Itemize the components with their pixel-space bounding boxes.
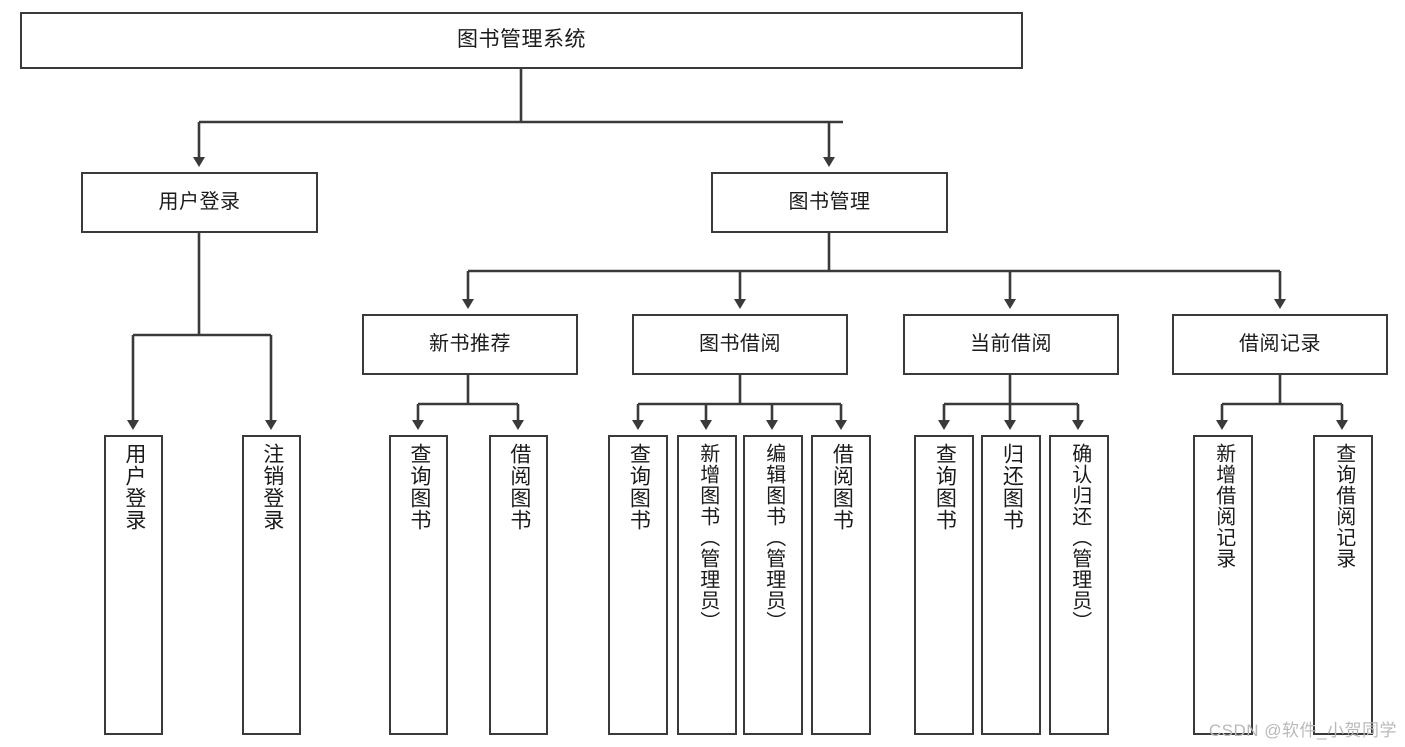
node-label: 查询借阅记录 [1332, 443, 1355, 569]
node-label: 查询图书 [627, 443, 651, 531]
node-label: 借阅图书 [830, 443, 854, 531]
leaf-return-book[interactable]: 归还图书 [981, 435, 1041, 735]
node-label: 当前借阅 [970, 333, 1052, 356]
node-label: 新增图书（管理员） [696, 443, 719, 632]
node-label: 图书借阅 [699, 333, 781, 356]
node-borrow-record[interactable]: 借阅记录 [1172, 314, 1388, 375]
node-label: 注销登录 [260, 443, 284, 531]
node-current-borrow[interactable]: 当前借阅 [903, 314, 1119, 375]
node-label: 用户登录 [122, 443, 146, 531]
node-label: 编辑图书（管理员） [762, 443, 785, 632]
leaf-edit-book[interactable]: 编辑图书（管理员） [743, 435, 803, 735]
node-label: 确认归还（管理员） [1068, 443, 1091, 632]
node-label: 查询图书 [407, 443, 431, 531]
node-label: 用户登录 [158, 191, 241, 214]
node-root-system[interactable]: 图书管理系统 [20, 12, 1023, 69]
node-user-login[interactable]: 用户登录 [81, 172, 318, 233]
leaf-query-book-2[interactable]: 查询图书 [608, 435, 668, 735]
leaf-query-book-3[interactable]: 查询图书 [914, 435, 974, 735]
leaf-user-login[interactable]: 用户登录 [104, 435, 163, 735]
leaf-query-book-1[interactable]: 查询图书 [389, 435, 448, 735]
leaf-add-record[interactable]: 新增借阅记录 [1193, 435, 1253, 735]
leaf-confirm-return[interactable]: 确认归还（管理员） [1049, 435, 1109, 735]
node-book-borrow[interactable]: 图书借阅 [632, 314, 848, 375]
node-book-manage[interactable]: 图书管理 [711, 172, 948, 233]
watermark: CSDN @软件_小贺同学 [1208, 721, 1397, 740]
node-label: 查询图书 [933, 443, 957, 531]
leaf-borrow-book-1[interactable]: 借阅图书 [489, 435, 548, 735]
node-label: 图书管理系统 [457, 28, 586, 52]
node-label: 借阅记录 [1239, 333, 1321, 356]
leaf-borrow-book-2[interactable]: 借阅图书 [811, 435, 871, 735]
node-label: 新增借阅记录 [1212, 443, 1235, 569]
node-new-book-rec[interactable]: 新书推荐 [362, 314, 578, 375]
leaf-add-book[interactable]: 新增图书（管理员） [677, 435, 737, 735]
node-label: 借阅图书 [507, 443, 531, 531]
node-label: 归还图书 [1000, 443, 1024, 531]
node-label: 新书推荐 [429, 333, 511, 356]
leaf-logout-login[interactable]: 注销登录 [242, 435, 301, 735]
node-label: 图书管理 [788, 191, 871, 214]
leaf-query-record[interactable]: 查询借阅记录 [1313, 435, 1373, 735]
